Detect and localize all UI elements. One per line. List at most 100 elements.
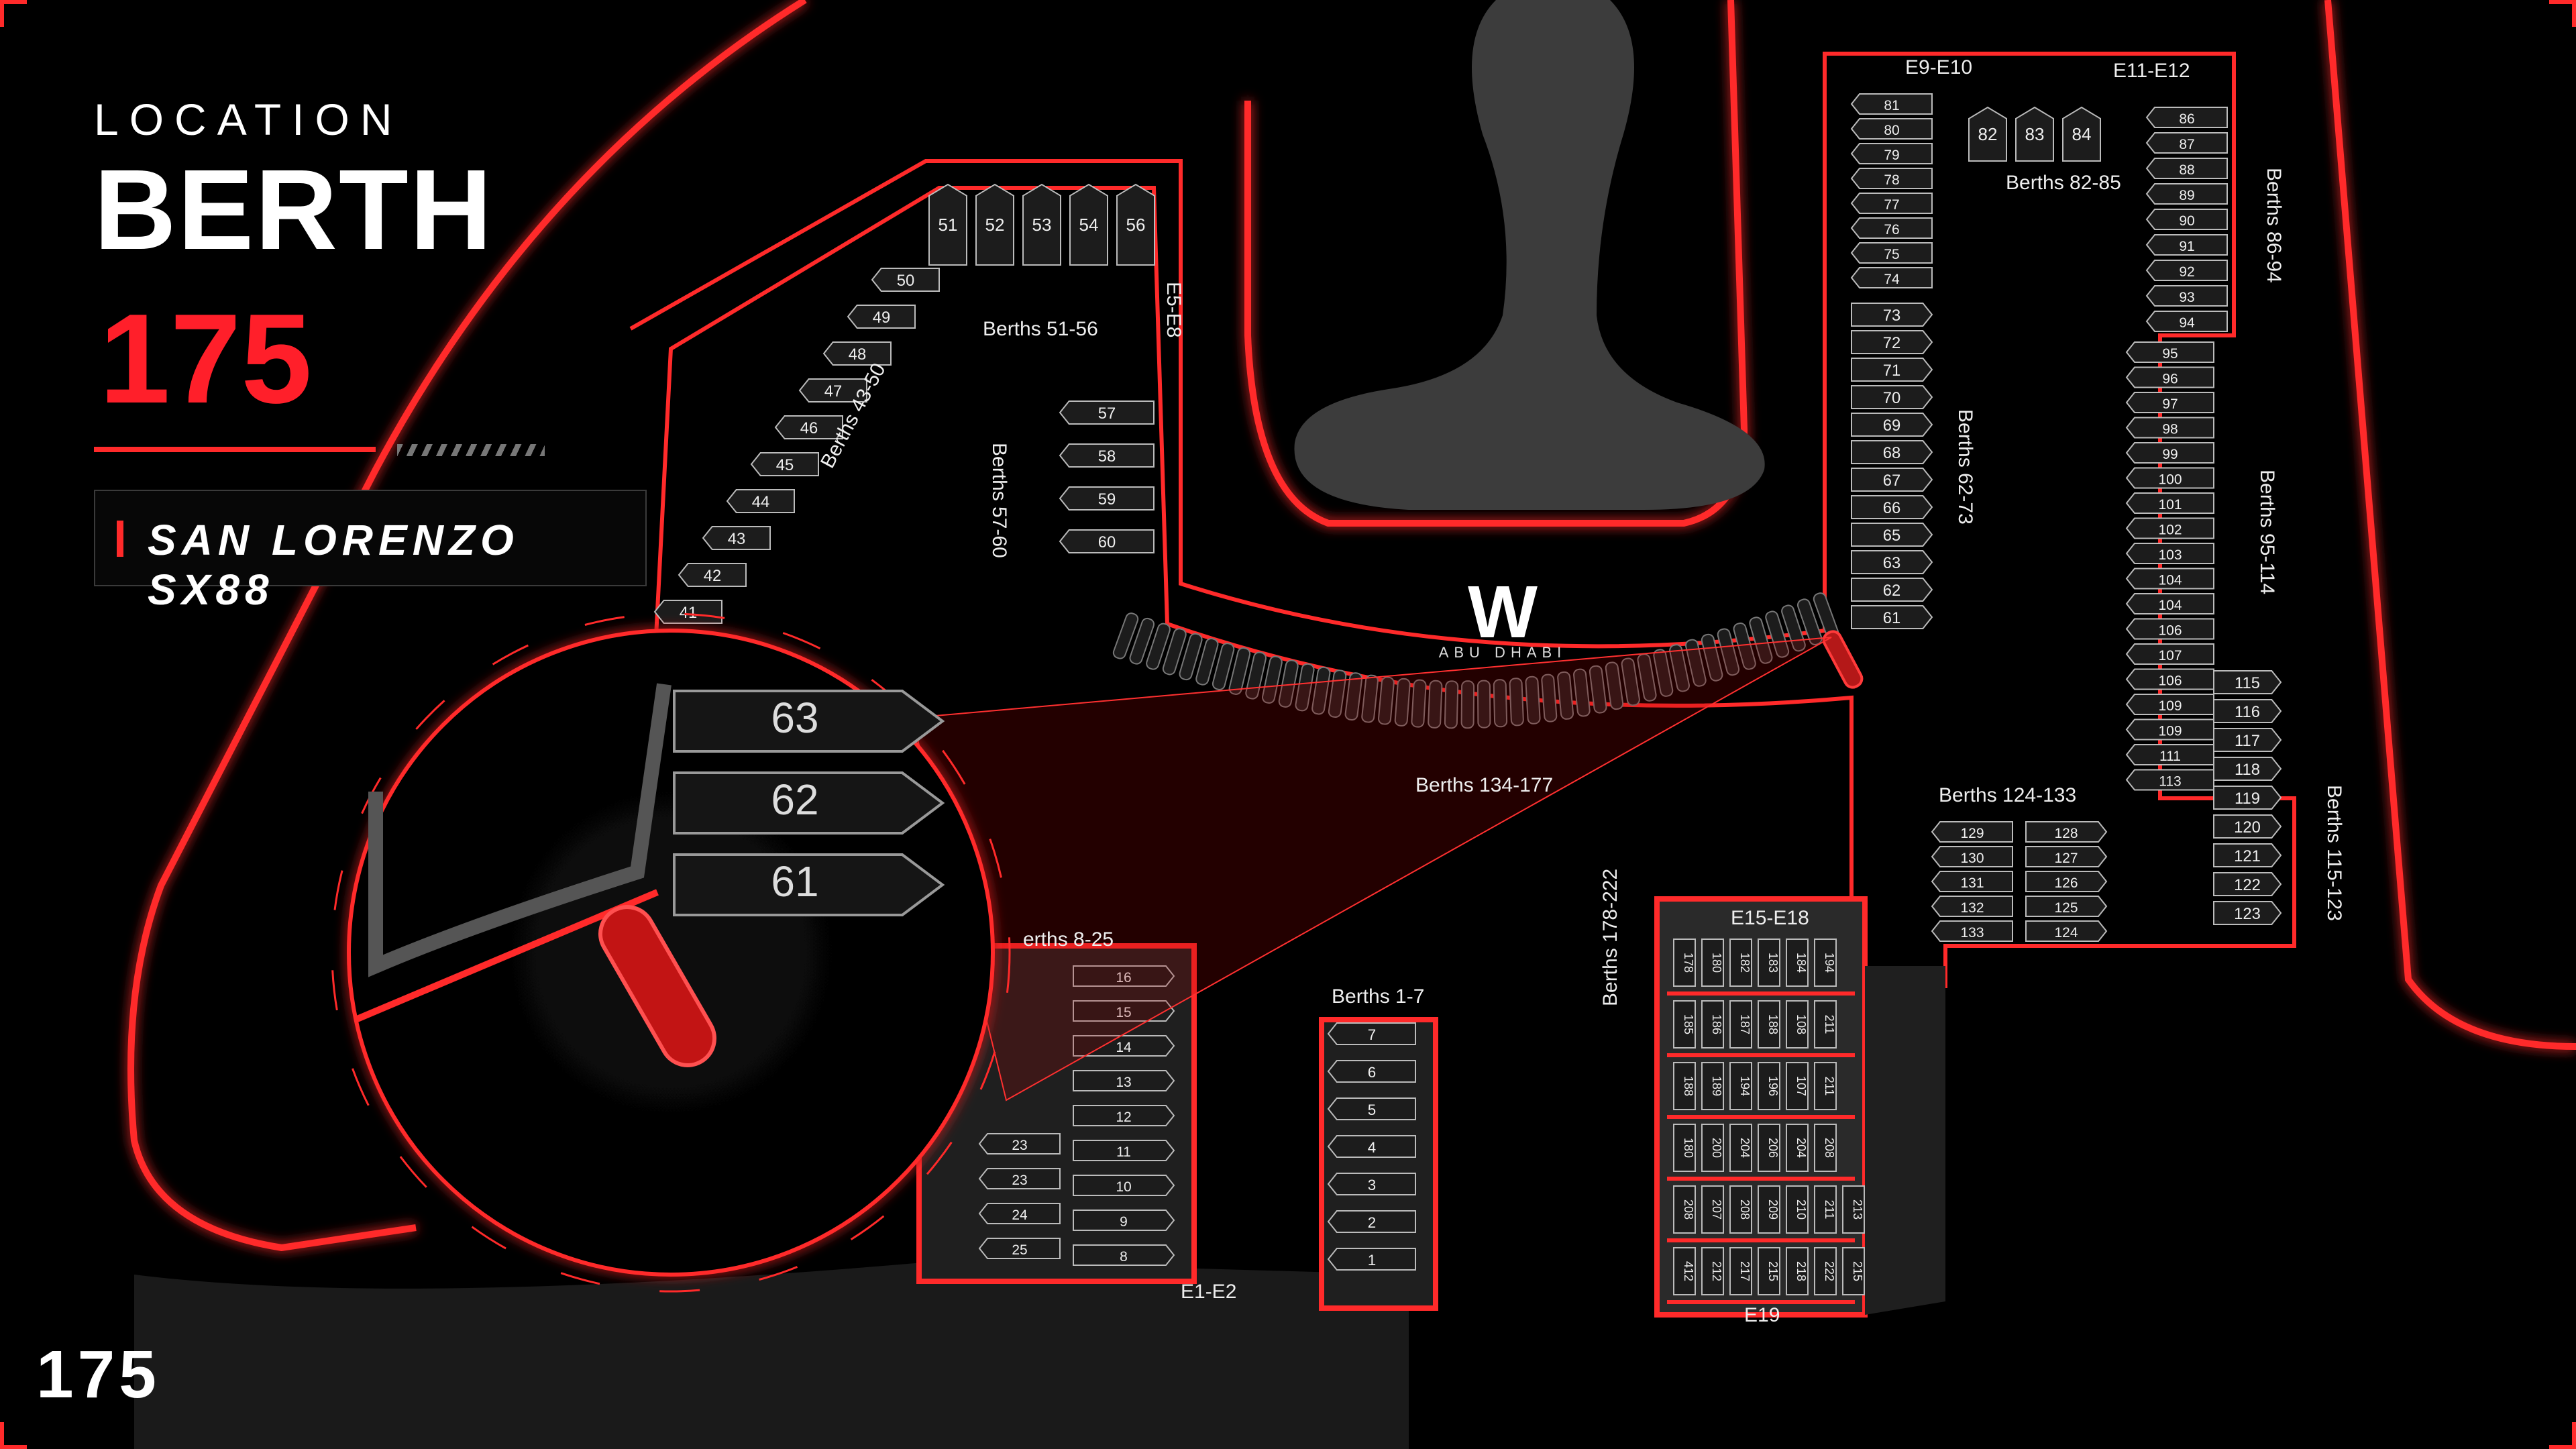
berth-slip[interactable]: 42 [678, 563, 747, 587]
berth-slip[interactable]: 50 [871, 268, 940, 292]
berth-slip[interactable]: 211 [1814, 1000, 1837, 1049]
berth-slip[interactable]: 47 [798, 378, 867, 402]
berth-slip[interactable]: 69 [1851, 413, 1933, 437]
berth-slip-curve[interactable] [1701, 633, 1723, 682]
berth-slip[interactable]: 1 [1327, 1248, 1416, 1271]
berth-slip[interactable]: 188 [1758, 1000, 1780, 1049]
berth-slip-curve[interactable] [1460, 680, 1475, 729]
berth-slip[interactable]: 123 [2213, 901, 2282, 925]
berth-slip-curve[interactable] [1764, 610, 1790, 658]
berth-slip[interactable]: 107 [2125, 643, 2214, 665]
berth-slip[interactable]: 5 [1327, 1097, 1416, 1120]
berth-slip[interactable]: 81 [1850, 93, 1933, 115]
berth-slip[interactable]: 3 [1327, 1173, 1416, 1195]
berth-slip-curve[interactable] [1444, 680, 1459, 729]
berth-slip[interactable]: 83 [2015, 106, 2054, 162]
berth-slip[interactable]: 106 [2125, 668, 2214, 690]
berth-slip[interactable]: 23 [978, 1133, 1061, 1155]
berth-slip[interactable]: 15 [1073, 1000, 1175, 1022]
berth-slip-curve[interactable] [1509, 678, 1524, 727]
berth-slip[interactable]: 49 [847, 305, 916, 329]
berth-slip[interactable]: 61 [1851, 605, 1933, 629]
berth-slip[interactable]: 185 [1673, 1000, 1696, 1049]
berth-slip[interactable]: 130 [1931, 846, 2013, 867]
berth-slip-curve[interactable] [1344, 672, 1363, 721]
berth-slip[interactable]: 194 [1729, 1062, 1752, 1110]
berth-slip[interactable]: 131 [1931, 871, 2013, 892]
berth-slip-curve[interactable] [1589, 665, 1607, 714]
berth-slip[interactable]: 182 [1729, 938, 1752, 987]
berth-slip[interactable]: 10 [1073, 1175, 1175, 1196]
berth-slip[interactable]: 117 [2213, 728, 2282, 752]
berth-slip-curve[interactable] [1328, 669, 1347, 718]
berth-slip[interactable]: 94 [2145, 311, 2228, 332]
berth-slip[interactable]: 86 [2145, 107, 2228, 128]
berth-slip[interactable]: 208 [1673, 1185, 1696, 1234]
berth-slip[interactable]: 23 [978, 1168, 1061, 1189]
berth-slip[interactable]: 133 [1931, 920, 2013, 942]
berth-slip-curve[interactable] [1228, 647, 1251, 695]
berth-slip[interactable]: 208 [1814, 1124, 1837, 1172]
berth-slip-curve[interactable] [1394, 678, 1411, 727]
berth-slip[interactable]: 115 [2213, 670, 2282, 694]
berth-slip[interactable]: 79 [1850, 143, 1933, 164]
berth-slip-curve[interactable] [1411, 679, 1427, 728]
berth-slip[interactable]: 57 [1059, 400, 1155, 425]
berth-slip-curve[interactable] [1653, 649, 1674, 697]
berth-slip-curve[interactable] [1212, 642, 1235, 690]
berth-slip[interactable]: 121 [2213, 843, 2282, 867]
berth-slip[interactable]: 7 [1327, 1022, 1416, 1045]
berth-slip-curve[interactable] [1684, 639, 1707, 687]
berth-slip[interactable]: 48 [822, 341, 892, 366]
berth-slip[interactable]: 180 [1673, 1124, 1696, 1172]
berth-slip-curve[interactable] [1378, 676, 1395, 725]
berth-slip[interactable]: 178 [1673, 938, 1696, 987]
berth-slip[interactable]: 78 [1850, 168, 1933, 189]
berth-slip[interactable]: 59 [1059, 486, 1155, 511]
berth-slip[interactable]: 54 [1069, 183, 1108, 266]
berth-slip[interactable]: 107 [1786, 1062, 1809, 1110]
berth-slip[interactable]: 96 [2125, 366, 2214, 388]
berth-slip[interactable]: 104 [2125, 568, 2214, 590]
berth-slip[interactable]: 103 [2125, 543, 2214, 564]
berth-slip[interactable]: 101 [2125, 492, 2214, 514]
berth-slip[interactable]: 46 [774, 415, 843, 439]
berth-slip[interactable]: 52 [975, 183, 1014, 266]
berth-slip[interactable]: 45 [750, 452, 819, 476]
berth-slip-curve[interactable] [1195, 637, 1219, 686]
berth-slip[interactable]: 93 [2145, 285, 2228, 307]
berth-slip[interactable]: 180 [1701, 938, 1724, 987]
berth-slip[interactable]: 204 [1729, 1124, 1752, 1172]
berth-slip[interactable]: 132 [1931, 896, 2013, 917]
berth-slip[interactable]: 204 [1786, 1124, 1809, 1172]
berth-slip-curve[interactable] [1748, 616, 1773, 664]
berth-slip-curve[interactable] [1525, 676, 1541, 724]
berth-slip[interactable]: 104 [2125, 593, 2214, 614]
berth-slip[interactable]: 188 [1673, 1062, 1696, 1110]
berth-slip[interactable]: 412 [1673, 1247, 1696, 1295]
berth-slip[interactable]: 128 [2025, 821, 2108, 843]
berth-slip[interactable]: 90 [2145, 209, 2228, 230]
berth-slip[interactable]: 99 [2125, 442, 2214, 464]
berth-slip[interactable]: 11 [1073, 1140, 1175, 1161]
berth-slip-curve[interactable] [1262, 655, 1283, 704]
berth-slip[interactable]: 68 [1851, 440, 1933, 464]
berth-slip[interactable]: 210 [1786, 1185, 1809, 1234]
berth-slip[interactable]: 100 [2125, 467, 2214, 489]
berth-slip[interactable]: 222 [1814, 1247, 1837, 1295]
berth-slip[interactable]: 12 [1073, 1105, 1175, 1126]
berth-slip-curve[interactable] [1162, 627, 1187, 676]
berth-slip[interactable]: 65 [1851, 523, 1933, 547]
berth-slip[interactable]: 4 [1327, 1135, 1416, 1158]
berth-slip[interactable]: 209 [1758, 1185, 1780, 1234]
berth-slip[interactable]: 127 [2025, 846, 2108, 867]
berth-slip[interactable]: 194 [1814, 938, 1837, 987]
berth-slip[interactable]: 87 [2145, 132, 2228, 154]
berth-slip-curve[interactable] [1245, 651, 1267, 700]
berth-slip[interactable]: 126 [2025, 871, 2108, 892]
berth-slip[interactable]: 53 [1022, 183, 1061, 266]
berth-slip-curve[interactable] [1796, 598, 1823, 646]
berth-slip[interactable]: 43 [702, 526, 771, 550]
berth-slip[interactable]: 76 [1850, 217, 1933, 239]
berth-slip[interactable]: 89 [2145, 183, 2228, 205]
